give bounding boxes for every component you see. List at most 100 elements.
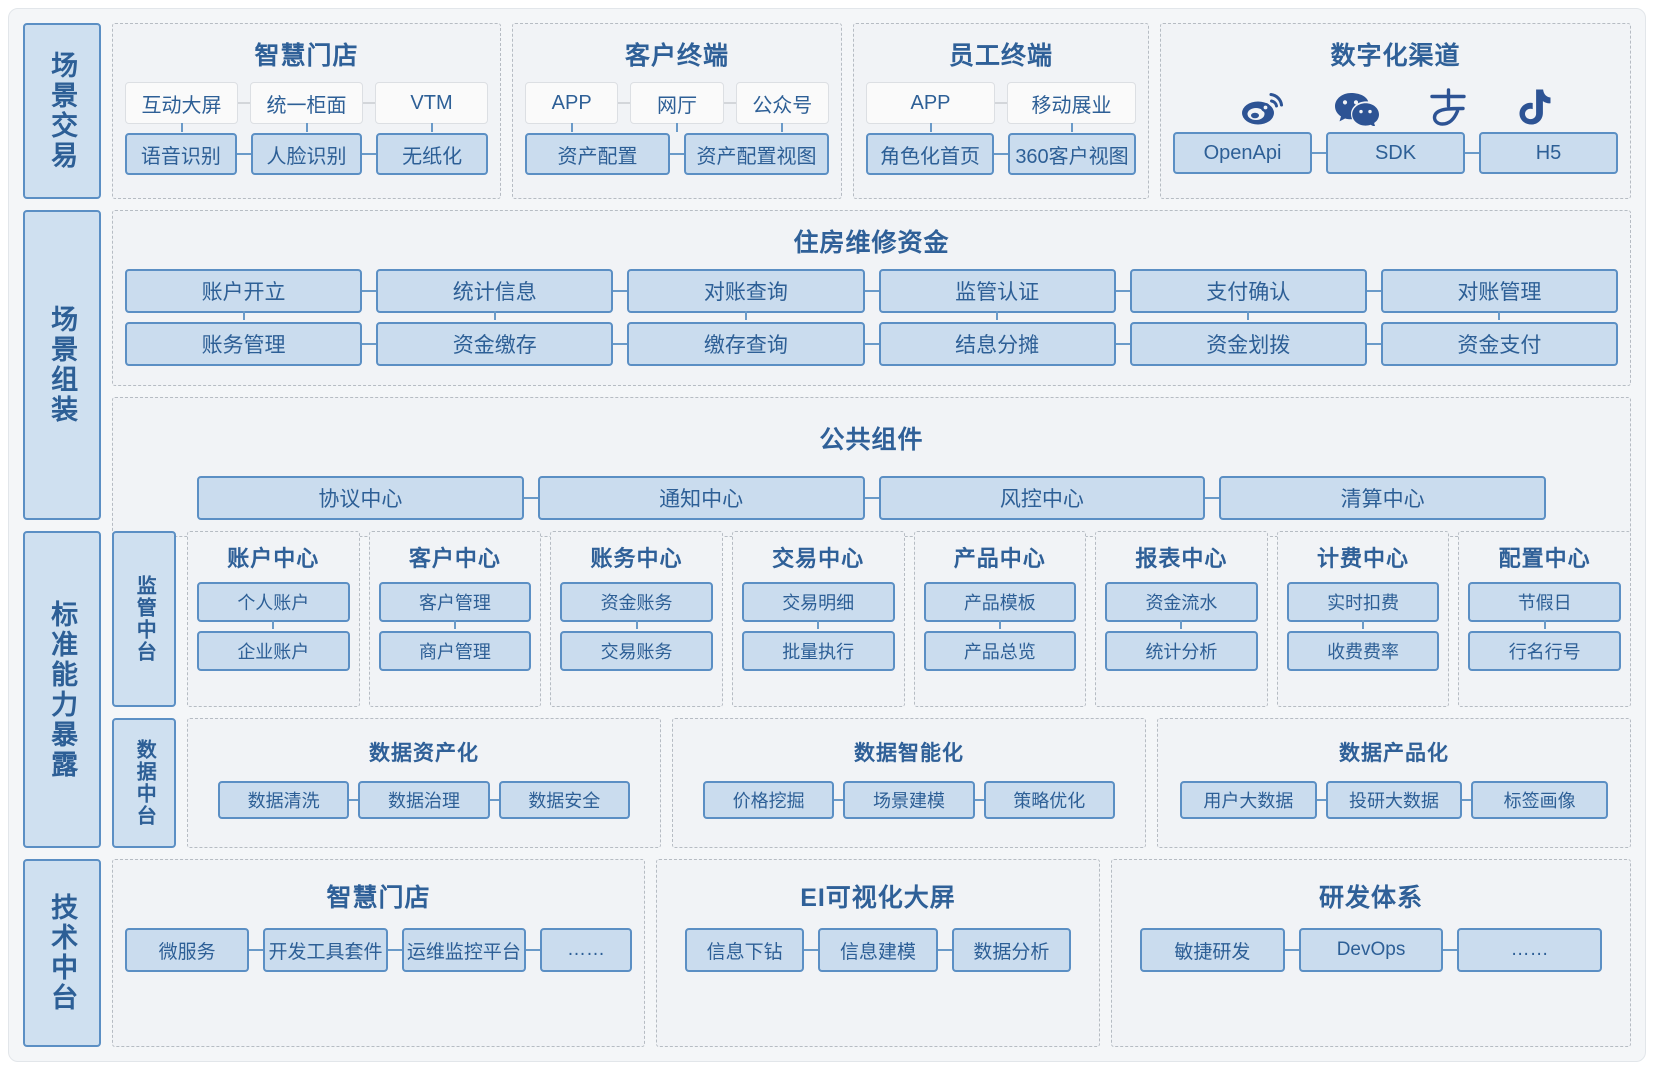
chip-row: 批量执行 xyxy=(741,631,895,671)
chip-more-ellipsis[interactable]: …… xyxy=(539,928,632,972)
chip-notification-center[interactable]: 通知中心 xyxy=(537,476,865,520)
chip-payment-confirm[interactable]: 支付确认 xyxy=(1129,269,1367,313)
chip-interactive-screen[interactable]: 互动大屏 xyxy=(125,82,238,124)
chip-sdk[interactable]: SDK xyxy=(1326,132,1465,174)
chip-interest-allocation[interactable]: 结息分摊 xyxy=(878,322,1116,366)
chip-statistical-analysis[interactable]: 统计分析 xyxy=(1105,631,1258,671)
chip-merchant-mgmt[interactable]: 商户管理 xyxy=(378,631,532,671)
chip-reconciliation-mgmt[interactable]: 对账管理 xyxy=(1380,269,1619,313)
connector xyxy=(834,799,844,801)
chip-microservice[interactable]: 微服务 xyxy=(125,928,250,972)
chip-fund-deposit[interactable]: 资金缴存 xyxy=(376,322,614,366)
chip-unified-counter[interactable]: 统一柜面 xyxy=(250,82,363,124)
chip-personal-account[interactable]: 个人账户 xyxy=(197,582,350,622)
chip-data-security[interactable]: 数据安全 xyxy=(498,781,630,819)
chip-paperless[interactable]: 无纸化 xyxy=(376,133,489,175)
group-title-staff-terminal: 员工终端 xyxy=(948,42,1053,70)
chip-info-modeling[interactable]: 信息建模 xyxy=(818,928,938,972)
group-title-rnd-system: 研发体系 xyxy=(1318,884,1423,912)
chip-app[interactable]: APP xyxy=(525,82,619,124)
center-title-accounting: 账务中心 xyxy=(590,546,683,571)
chip-row: 微服务 开发工具套件 运维监控平台 …… xyxy=(125,928,632,972)
chip-asset-allocation[interactable]: 资产配置 xyxy=(525,133,670,175)
chip-agreement-center[interactable]: 协议中心 xyxy=(197,476,524,520)
chip-scenario-modeling[interactable]: 场景建模 xyxy=(843,781,975,819)
chip-transaction-accounting[interactable]: 交易账务 xyxy=(560,631,713,671)
chip-data-analysis[interactable]: 数据分析 xyxy=(951,928,1071,972)
chip-row: 数据清洗 数据治理 数据安全 xyxy=(200,781,648,819)
group-rnd-system: 研发体系 敏捷研发 DevOps …… xyxy=(1111,859,1631,1047)
chip-fund-accounting[interactable]: 资金账务 xyxy=(560,582,713,622)
chip-row: 行名行号 xyxy=(1468,631,1621,671)
chip-voice-recognition[interactable]: 语音识别 xyxy=(125,133,237,175)
chip-official-account[interactable]: 公众号 xyxy=(735,82,829,124)
group-title-ei-dashboard: EI可视化大屏 xyxy=(800,884,956,912)
chip-role-homepage[interactable]: 角色化首页 xyxy=(866,133,994,175)
chip-row: 商户管理 xyxy=(378,631,532,671)
chip-web-hall[interactable]: 网厅 xyxy=(630,82,724,124)
center-transaction: 交易中心 交易明细 批量执行 xyxy=(731,531,905,707)
chip-batch-execution[interactable]: 批量执行 xyxy=(741,631,895,671)
chip-risk-center[interactable]: 风控中心 xyxy=(878,476,1206,520)
douyin-icon xyxy=(1515,88,1551,126)
connector xyxy=(1462,799,1472,801)
chip-fund-transfer[interactable]: 资金划拨 xyxy=(1129,322,1367,366)
chip-tag-profile[interactable]: 标签画像 xyxy=(1471,781,1609,819)
chip-supervision-cert[interactable]: 监管认证 xyxy=(878,269,1116,313)
chip-reconciliation-query[interactable]: 对账查询 xyxy=(627,269,865,313)
chip-user-bigdata[interactable]: 用户大数据 xyxy=(1180,781,1317,819)
chip-bank-code[interactable]: 行名行号 xyxy=(1468,631,1621,671)
chip-more-ellipsis-rnd[interactable]: …… xyxy=(1457,928,1603,972)
connector xyxy=(1312,152,1326,154)
chip-agile-rnd[interactable]: 敏捷研发 xyxy=(1140,928,1285,972)
chip-devops[interactable]: DevOps xyxy=(1298,928,1444,972)
chip-customer-mgmt[interactable]: 客户管理 xyxy=(378,582,532,622)
chip-holiday[interactable]: 节假日 xyxy=(1468,582,1621,622)
chip-row: APP 网厅 公众号 xyxy=(525,82,829,124)
chip-account-mgmt[interactable]: 账务管理 xyxy=(124,322,363,366)
chip-data-governance[interactable]: 数据治理 xyxy=(358,781,490,819)
center-title-product: 产品中心 xyxy=(953,546,1046,571)
chip-realtime-deduction[interactable]: 实时扣费 xyxy=(1286,582,1440,622)
connector xyxy=(670,153,684,155)
center-report: 报表中心 资金流水 统计分析 xyxy=(1095,531,1268,707)
connector xyxy=(362,290,377,292)
chip-strategy-optimization[interactable]: 策略优化 xyxy=(983,781,1115,819)
chip-product-template[interactable]: 产品模板 xyxy=(923,582,1077,622)
chip-row: 客户管理 xyxy=(378,582,532,622)
chip-price-mining[interactable]: 价格挖掘 xyxy=(703,781,835,819)
chip-data-cleaning[interactable]: 数据清洗 xyxy=(218,781,350,819)
chip-row: 企业账户 xyxy=(197,631,350,671)
chip-fund-flow[interactable]: 资金流水 xyxy=(1105,582,1258,622)
chip-openapi[interactable]: OpenApi xyxy=(1173,132,1312,174)
chip-mobile-marketing[interactable]: 移动展业 xyxy=(1007,82,1136,124)
connector xyxy=(864,290,879,292)
chip-clearing-center[interactable]: 清算中心 xyxy=(1219,476,1546,520)
chip-vtm[interactable]: VTM xyxy=(375,82,488,124)
connector xyxy=(1443,949,1458,951)
chip-enterprise-account[interactable]: 企业账户 xyxy=(197,631,350,671)
architecture-diagram: 场景交易 智慧门店 互动大屏 统一柜面 VTM 语音识别 人脸识别 无纸化 xyxy=(8,8,1646,1062)
connector xyxy=(974,799,984,801)
chip-row: 价格挖掘 场景建模 策略优化 xyxy=(685,781,1133,819)
chip-product-overview[interactable]: 产品总览 xyxy=(923,631,1077,671)
chip-research-bigdata[interactable]: 投研大数据 xyxy=(1325,781,1463,819)
chip-deposit-query[interactable]: 缴存查询 xyxy=(627,322,865,366)
chip-info-drilldown[interactable]: 信息下钻 xyxy=(685,928,805,972)
chip-staff-app[interactable]: APP xyxy=(866,82,995,124)
chip-transaction-detail[interactable]: 交易明细 xyxy=(741,582,895,622)
chip-fund-payment[interactable]: 资金支付 xyxy=(1380,322,1619,366)
chip-dev-toolkit[interactable]: 开发工具套件 xyxy=(263,928,388,972)
chip-fee-rate[interactable]: 收费费率 xyxy=(1286,631,1440,671)
chip-row: OpenApi SDK H5 xyxy=(1173,132,1618,174)
chip-statistics-info[interactable]: 统计信息 xyxy=(376,269,614,313)
weibo-icon xyxy=(1241,90,1287,126)
chip-account-open[interactable]: 账户开立 xyxy=(124,269,363,313)
chip-ops-monitoring-platform[interactable]: 运维监控平台 xyxy=(401,928,526,972)
chip-h5[interactable]: H5 xyxy=(1479,132,1618,174)
chip-asset-allocation-view[interactable]: 资产配置视图 xyxy=(684,133,829,175)
group-customer-terminal: 客户终端 APP 网厅 公众号 资产配置 资产配置视图 xyxy=(512,23,842,199)
chip-360-customer-view[interactable]: 360客户视图 xyxy=(1008,133,1136,175)
chip-face-recognition[interactable]: 人脸识别 xyxy=(250,133,363,175)
connector xyxy=(489,799,499,801)
